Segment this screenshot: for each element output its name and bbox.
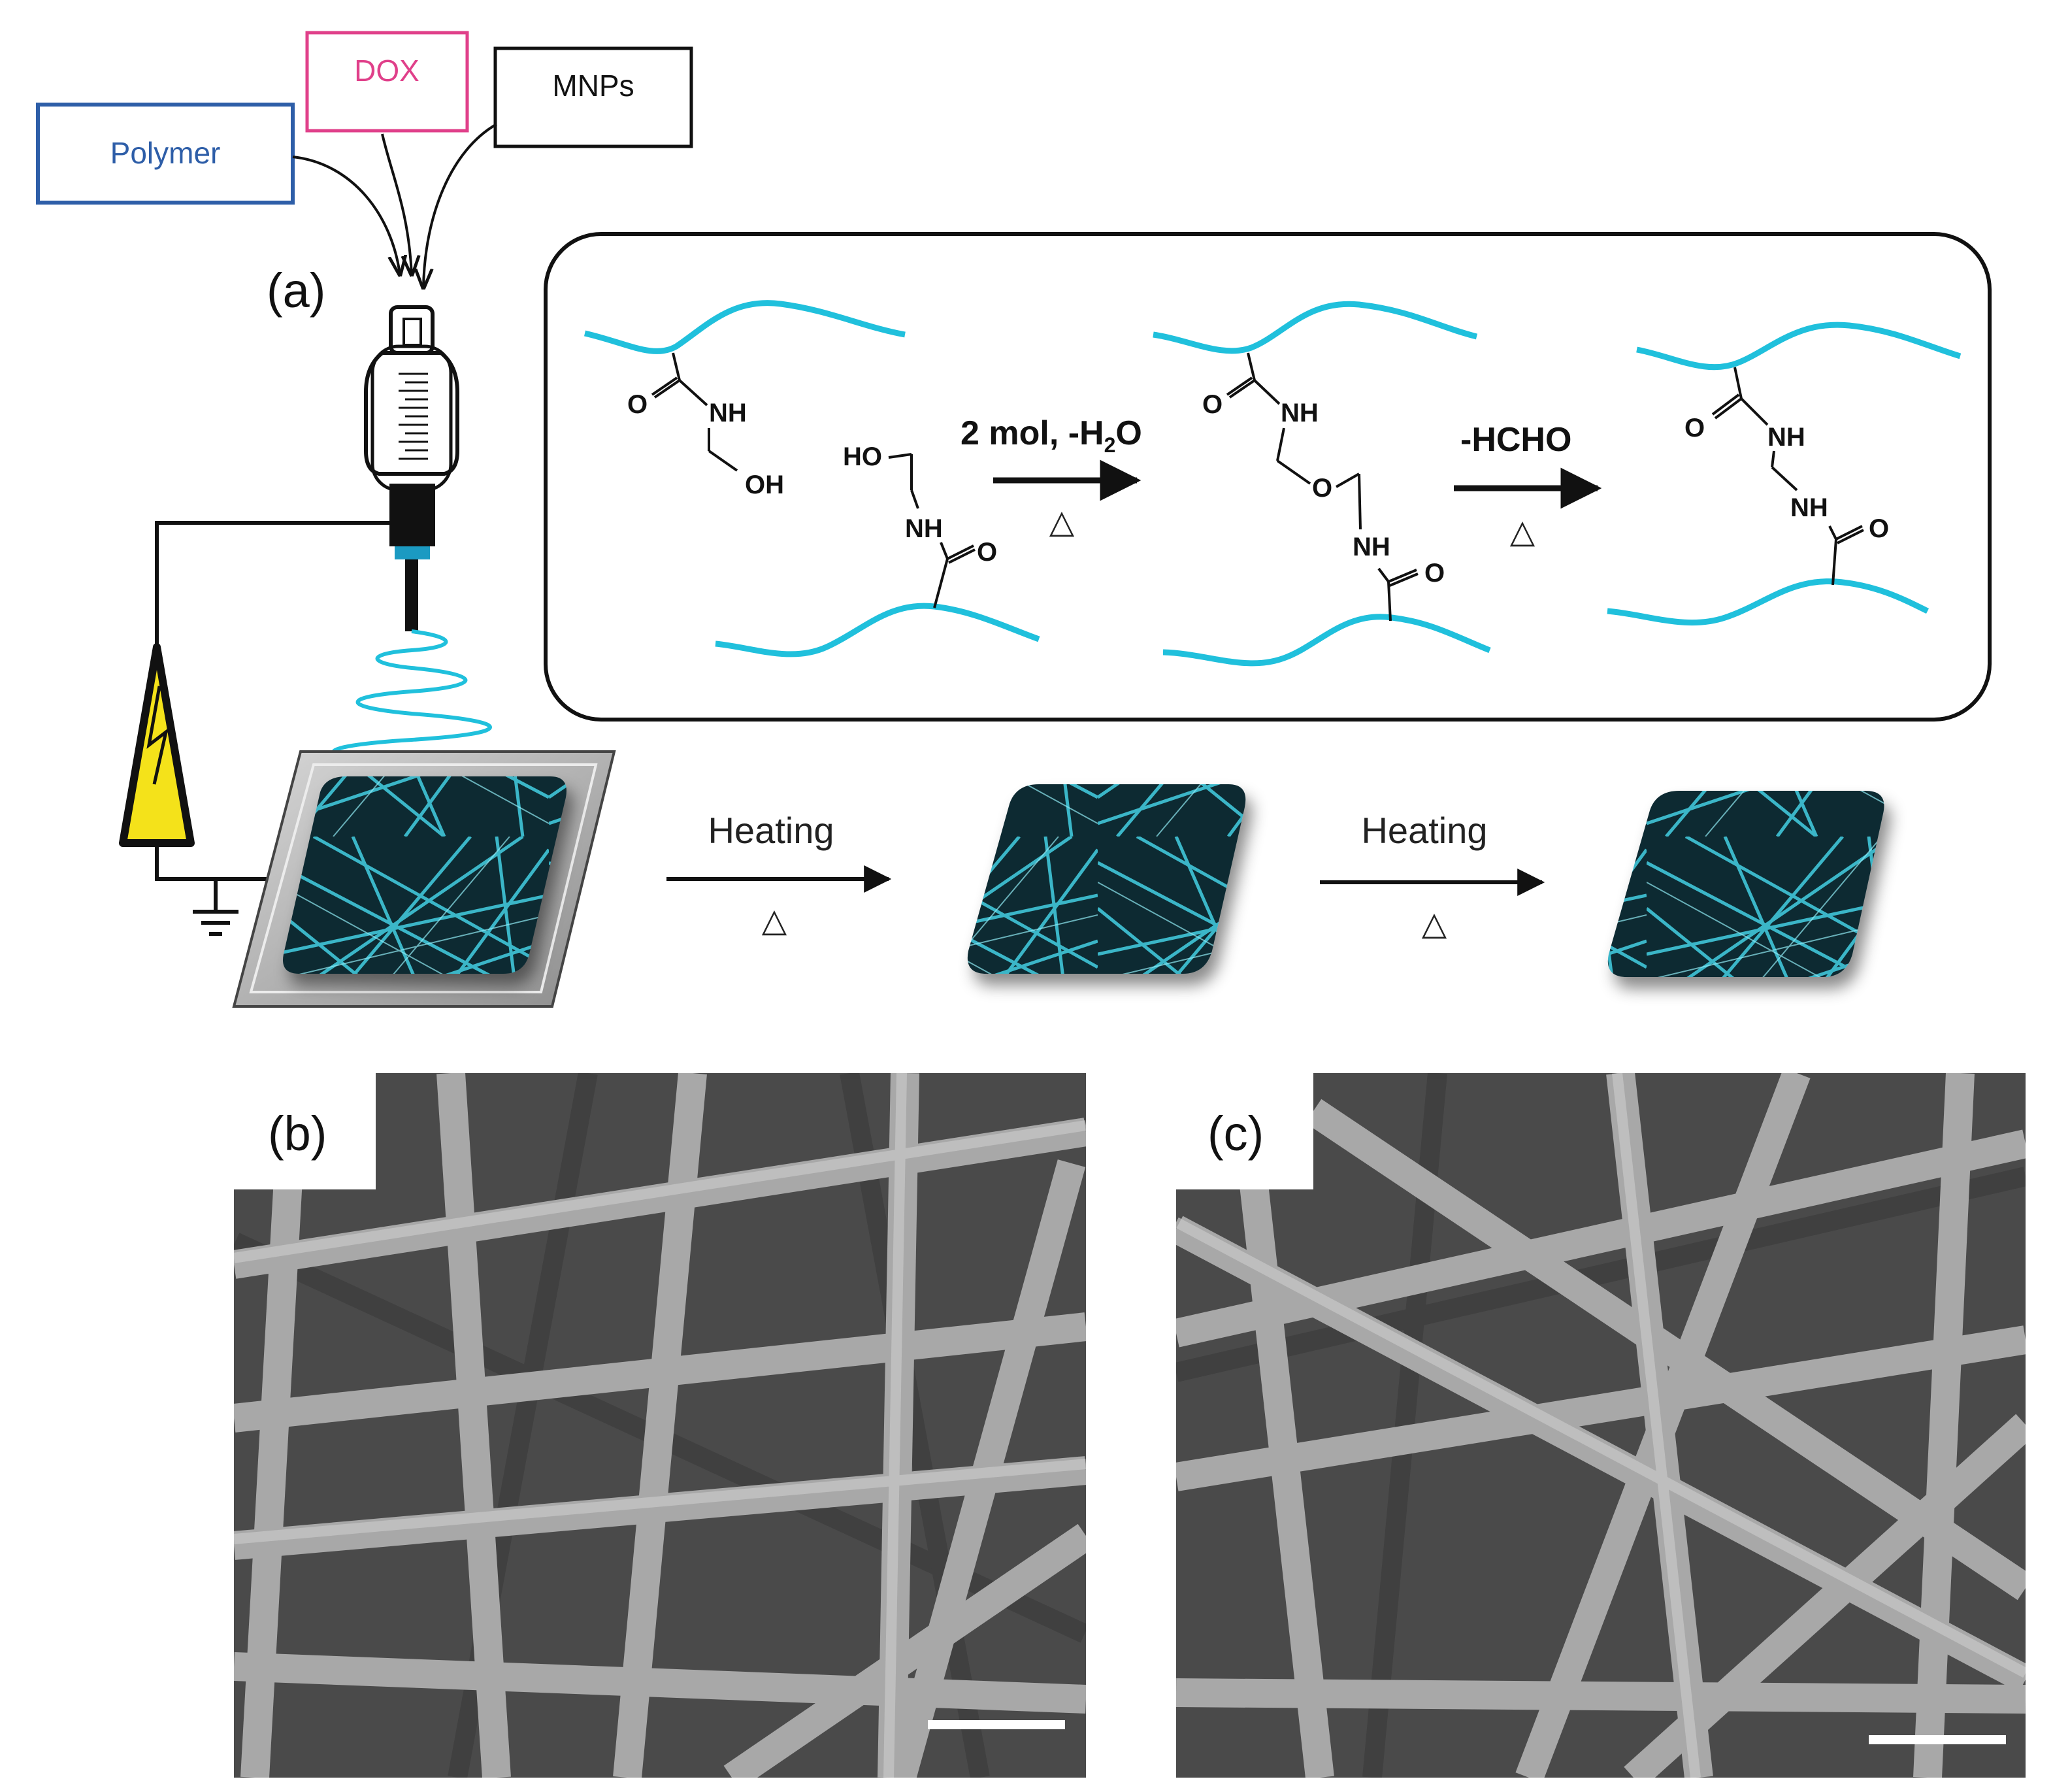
collector-plate [232, 750, 616, 1008]
sem-image-c [1176, 1073, 2026, 1778]
reaction-arrow-2: -HCHO △ [1454, 421, 1602, 550]
feed-arrows [292, 123, 497, 288]
heating-step-2: Heating △ [1320, 810, 1545, 942]
atom-o-ether: O [1312, 474, 1332, 503]
atom-nh-6: NH [1790, 493, 1828, 522]
mnps-label: MNPs [552, 69, 634, 103]
heating-delta-1: △ [762, 901, 787, 939]
high-voltage-source [119, 643, 195, 847]
fiber-mat-heated-2 [1607, 791, 1884, 977]
sem-image-b [234, 1073, 1086, 1778]
atom-ho-1: HO [843, 442, 882, 471]
fiber-mat-heated-1 [967, 784, 1246, 974]
scale-bar-c [1869, 1735, 2006, 1744]
fiber-mat-initial [283, 776, 567, 974]
syringe [364, 305, 459, 631]
dox-input-box: DOX [305, 31, 469, 133]
step2-delta: △ [1510, 512, 1536, 550]
atom-o-3: O [1202, 390, 1223, 419]
scale-bar-b [928, 1720, 1065, 1729]
panel-label-c: (c) [1207, 1106, 1264, 1161]
atom-o-2: O [977, 538, 997, 567]
step1-delta: △ [1049, 503, 1075, 540]
step1-conditions: 2 mol, -H2O [961, 414, 1142, 457]
atom-nh-3: NH [1281, 399, 1319, 427]
crosslinking-reaction-box: O NH OH HO NH O 2 mol, -H2O △ [544, 232, 1992, 722]
polymer-label: Polymer [110, 136, 221, 170]
heating-label-1: Heating [708, 810, 834, 851]
heating-label-2: Heating [1361, 810, 1487, 851]
panel-label-b: (b) [268, 1106, 327, 1161]
atom-o-4: O [1424, 559, 1445, 588]
step2-conditions: -HCHO [1460, 421, 1571, 459]
heating-step-1: Heating △ [666, 810, 892, 939]
dox-label: DOX [354, 54, 419, 88]
atom-nh-2: NH [905, 514, 943, 543]
hv-wiring [155, 521, 389, 936]
reactant-structures: O NH OH HO NH O [583, 300, 1040, 657]
atom-o-1: O [627, 390, 648, 419]
panel-label-a: (a) [267, 263, 325, 318]
polymer-input-box: Polymer [36, 103, 295, 205]
atom-oh-1: OH [745, 471, 784, 499]
reaction-arrow-1: 2 mol, -H2O △ [961, 414, 1142, 540]
atom-o-6: O [1869, 514, 1889, 543]
methylene-bridge-product: O NH NH O [1607, 322, 1962, 626]
atom-o-5: O [1684, 414, 1705, 442]
ether-intermediate: O NH O NH O [1153, 301, 1491, 667]
mnps-input-box: MNPs [493, 46, 693, 148]
atom-nh-4: NH [1353, 533, 1390, 561]
heating-delta-2: △ [1422, 904, 1447, 942]
atom-nh-5: NH [1767, 423, 1805, 452]
atom-nh-1: NH [709, 399, 747, 427]
